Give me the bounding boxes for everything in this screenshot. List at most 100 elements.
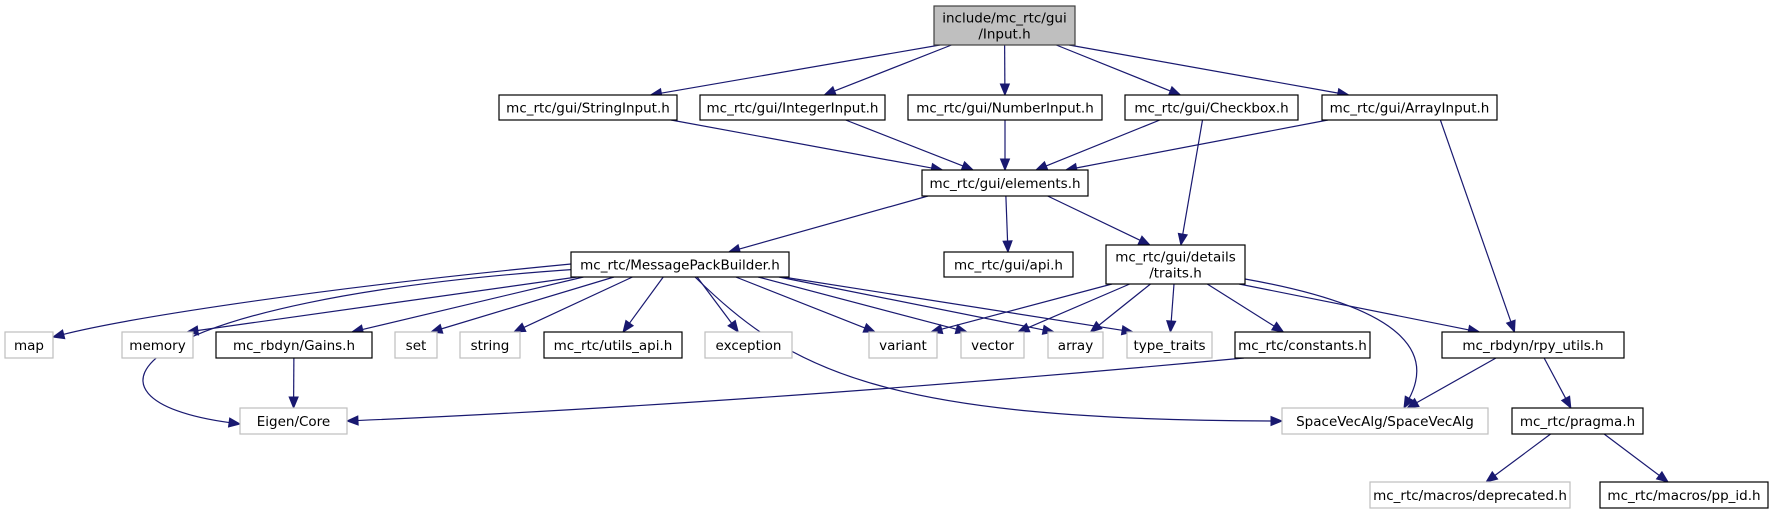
node-input[interactable]: include/mc_rtc/gui/Input.h (933, 5, 1076, 46)
node-gains[interactable]: mc_rbdyn/Gains.h (215, 331, 373, 359)
node-integerinput[interactable]: mc_rtc/gui/IntegerInput.h (699, 94, 886, 121)
node-box[interactable] (215, 331, 373, 359)
node-numberinput[interactable]: mc_rtc/gui/NumberInput.h (907, 94, 1103, 121)
node-set[interactable]: set (394, 331, 438, 359)
node-box[interactable] (1124, 94, 1299, 121)
node-label: set (406, 338, 427, 354)
node-label: mc_rtc/gui/NumberInput.h (916, 101, 1094, 117)
edge-messagepack-to-string (512, 276, 633, 333)
edge-line (1493, 433, 1551, 477)
node-box[interactable] (1369, 481, 1571, 509)
node-box[interactable] (1234, 331, 1371, 359)
edge-messagepack-to-set (429, 276, 615, 334)
node-box[interactable] (1105, 244, 1246, 285)
edge-rpy-utils-to-spacevecalg (1406, 357, 1497, 409)
arrow-head-icon (1167, 85, 1182, 96)
node-box[interactable] (1511, 407, 1644, 435)
node-box[interactable] (570, 251, 790, 278)
node-rpy-utils[interactable]: mc_rbdyn/rpy_utils.h (1441, 331, 1625, 359)
edge-line (778, 276, 1045, 331)
edge-traits-to-constants (1206, 283, 1285, 333)
node-box[interactable] (1321, 94, 1498, 121)
node-box[interactable] (543, 331, 683, 359)
edge-line (670, 119, 933, 169)
edge-line (757, 276, 958, 331)
edge-traits-to-vector (1016, 283, 1130, 333)
edge-line (1068, 44, 1340, 94)
edge-arrayinput-to-rpy-utils (1439, 119, 1516, 334)
node-label: mc_rtc/macros/deprecated.h (1373, 488, 1567, 504)
node-type-traits[interactable]: type_traits (1126, 331, 1213, 359)
node-messagepack[interactable]: mc_rtc/MessagePackBuilder.h (570, 251, 790, 278)
node-utils-api[interactable]: mc_rtc/utils_api.h (543, 331, 683, 359)
edges-layer (51, 44, 1670, 483)
edge-line (1244, 278, 1418, 400)
edge-line (361, 276, 584, 331)
edge-line (833, 44, 952, 92)
node-label: type_traits (1133, 338, 1205, 354)
node-box[interactable] (704, 331, 793, 359)
node-label: mc_rbdyn/Gains.h (233, 338, 355, 354)
node-exception[interactable]: exception (704, 331, 793, 359)
node-box[interactable] (1126, 331, 1213, 359)
edge-messagepack-to-variant (735, 276, 877, 333)
node-box[interactable] (933, 5, 1076, 46)
node-label: mc_rtc/constants.h (1238, 338, 1367, 354)
node-vector[interactable]: vector (960, 331, 1025, 359)
node-pp-id[interactable]: mc_rtc/macros/pp_id.h (1599, 481, 1769, 509)
node-map[interactable]: map (4, 331, 54, 359)
node-box[interactable] (239, 407, 348, 435)
node-pragma[interactable]: mc_rtc/pragma.h (1511, 407, 1644, 435)
node-label: Eigen/Core (257, 414, 331, 430)
node-array[interactable]: array (1047, 331, 1104, 359)
node-box[interactable] (921, 169, 1089, 197)
node-arrayinput[interactable]: mc_rtc/gui/ArrayInput.h (1321, 94, 1498, 121)
node-stringinput[interactable]: mc_rtc/gui/StringInput.h (498, 94, 678, 121)
edge-messagepack-to-spacevecalg (694, 276, 1284, 427)
edge-messagepack-to-gains (350, 276, 584, 335)
node-box[interactable] (699, 94, 886, 121)
node-elements[interactable]: mc_rtc/gui/elements.h (921, 169, 1089, 197)
node-box[interactable] (1047, 331, 1104, 359)
edge-line (1005, 195, 1009, 243)
arrow-head-icon (622, 319, 635, 334)
arrow-head-icon (1034, 160, 1049, 171)
arrow-head-icon (1505, 319, 1516, 334)
node-box[interactable] (868, 331, 938, 359)
node-box[interactable] (498, 94, 678, 121)
edge-stringinput-to-elements (670, 119, 944, 174)
node-eigen[interactable]: Eigen/Core (239, 407, 348, 435)
node-box[interactable] (960, 331, 1025, 359)
arrow-head-icon (823, 85, 837, 96)
node-box[interactable] (4, 331, 54, 359)
edge-line (1026, 283, 1130, 329)
edge-messagepack-to-vector (757, 276, 969, 335)
node-label: mc_rtc/gui/details (1115, 250, 1236, 266)
edge-line (660, 44, 941, 94)
node-box[interactable] (907, 94, 1103, 121)
node-variant[interactable]: variant (868, 331, 938, 359)
node-box[interactable] (1599, 481, 1769, 509)
node-box[interactable] (1441, 331, 1625, 359)
node-checkbox[interactable]: mc_rtc/gui/Checkbox.h (1124, 94, 1299, 121)
node-box[interactable] (1281, 407, 1489, 435)
arrow-head-icon (1166, 320, 1177, 334)
node-box[interactable] (121, 331, 194, 359)
node-box[interactable] (943, 251, 1074, 278)
node-box[interactable] (459, 331, 521, 359)
edge-line (782, 276, 1124, 332)
arrow-head-icon (960, 160, 975, 171)
node-memory[interactable]: memory (121, 331, 194, 359)
node-label: mc_rtc/macros/pp_id.h (1607, 488, 1760, 504)
node-box[interactable] (394, 331, 438, 359)
node-deprecated[interactable]: mc_rtc/macros/deprecated.h (1369, 481, 1571, 509)
nodes-layer: include/mc_rtc/gui/Input.h mc_rtc/gui/Str… (4, 5, 1769, 509)
node-spacevecalg[interactable]: SpaceVecAlg/SpaceVecAlg (1281, 407, 1489, 435)
node-label: mc_rtc/utils_api.h (554, 338, 673, 354)
node-traits[interactable]: mc_rtc/gui/details/traits.h (1105, 244, 1246, 285)
edge-traits-to-type-traits (1166, 283, 1177, 334)
node-constants[interactable]: mc_rtc/constants.h (1234, 331, 1371, 359)
node-api[interactable]: mc_rtc/gui/api.h (943, 251, 1074, 278)
node-string[interactable]: string (459, 331, 521, 359)
